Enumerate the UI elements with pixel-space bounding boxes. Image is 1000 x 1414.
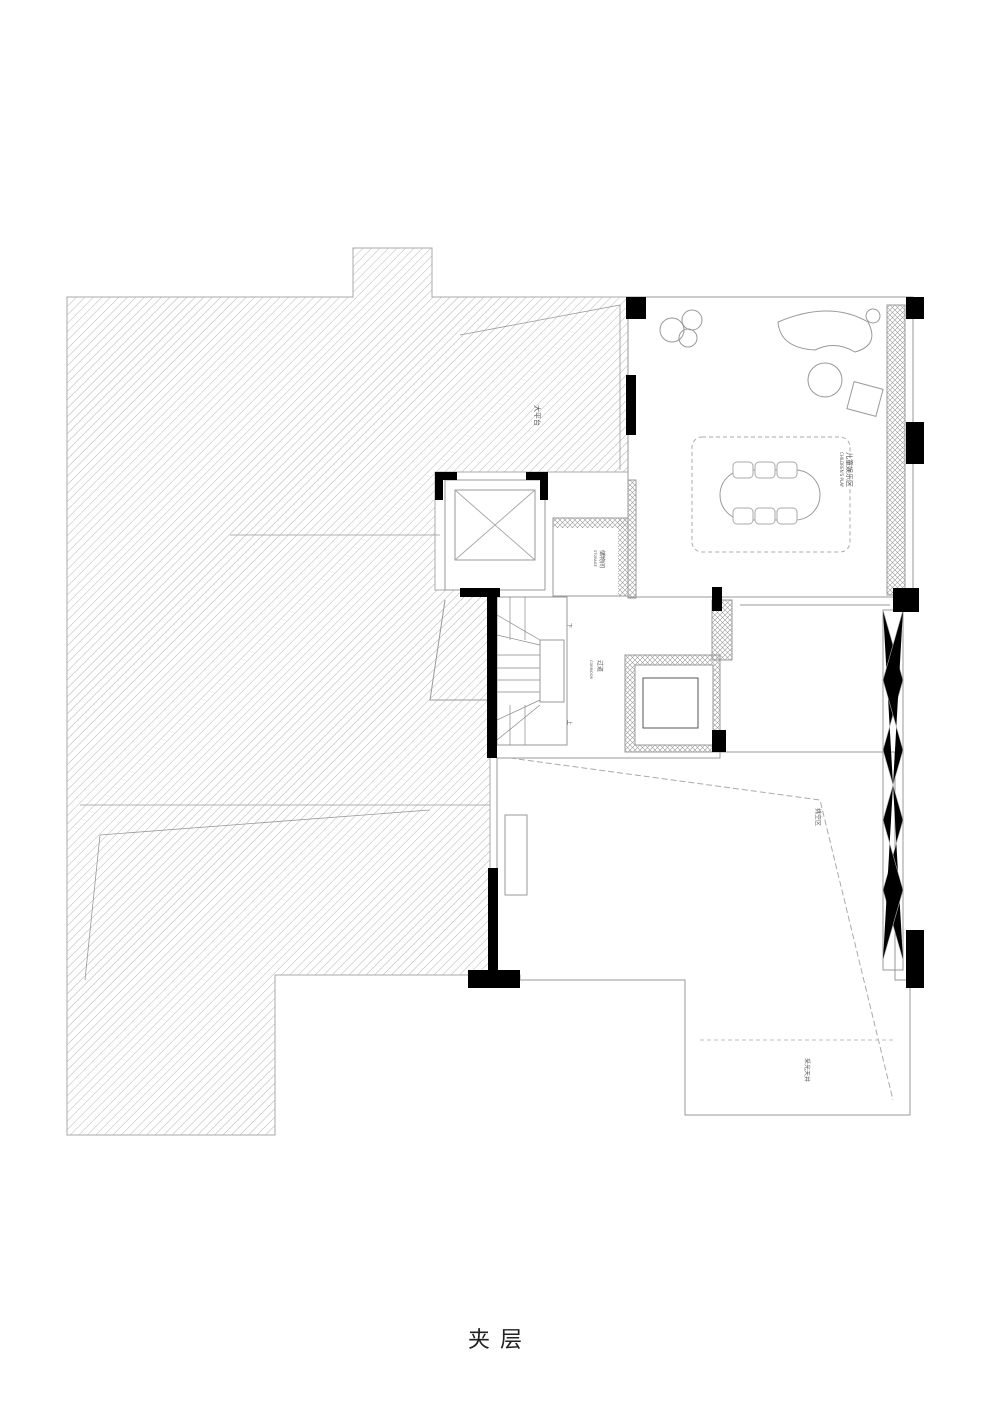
drawing-title: 夹层 [467,1328,532,1353]
fireplace-icon [504,814,528,896]
structural-walls [435,297,924,988]
stair-treads [496,597,541,745]
window-wall-east [886,304,906,596]
label-corridor-en: CORRIDOR [589,660,593,680]
equipment-room [634,664,714,746]
label-skylight: 采光天井 [803,1058,811,1082]
armchair-icon [846,380,884,418]
plant-icon-small [865,308,881,324]
label-storage: 储物间 [598,550,606,568]
storage-room [552,517,629,597]
stair-landing [539,639,565,703]
stair-down-mark: 下 [566,623,572,628]
label-kids-area: 儿童娱乐区 [845,452,854,487]
label-kids-area-en: CHILDREN'S PLAY [839,452,844,488]
elevator-cross-icon [454,489,536,561]
elevator-car [454,489,536,561]
label-void: 挑空区 [814,808,822,826]
equipment-icon [642,677,699,729]
sofa-icon [777,310,873,353]
terrace-outline-2 [84,809,431,981]
coffee-table-icon [807,362,843,398]
stair-up-mark: 上 [566,720,573,725]
label-terrace: 大平台 [533,405,542,426]
storage-wall [553,518,628,528]
storage-wall-2 [618,518,628,596]
terrace-outline [459,304,621,470]
stair-lower-outline [429,599,490,701]
plant-icon [659,309,703,348]
label-storage-en: STORAGE [593,550,597,567]
window-mullions [882,609,904,961]
void-boundary [509,757,894,1101]
play-rug [691,436,851,553]
label-corridor: 过道 [596,660,604,672]
chairs-icon [732,461,798,525]
elevator-shaft [444,479,546,591]
partition-wall [627,479,637,599]
void-area-outline [496,751,911,1116]
